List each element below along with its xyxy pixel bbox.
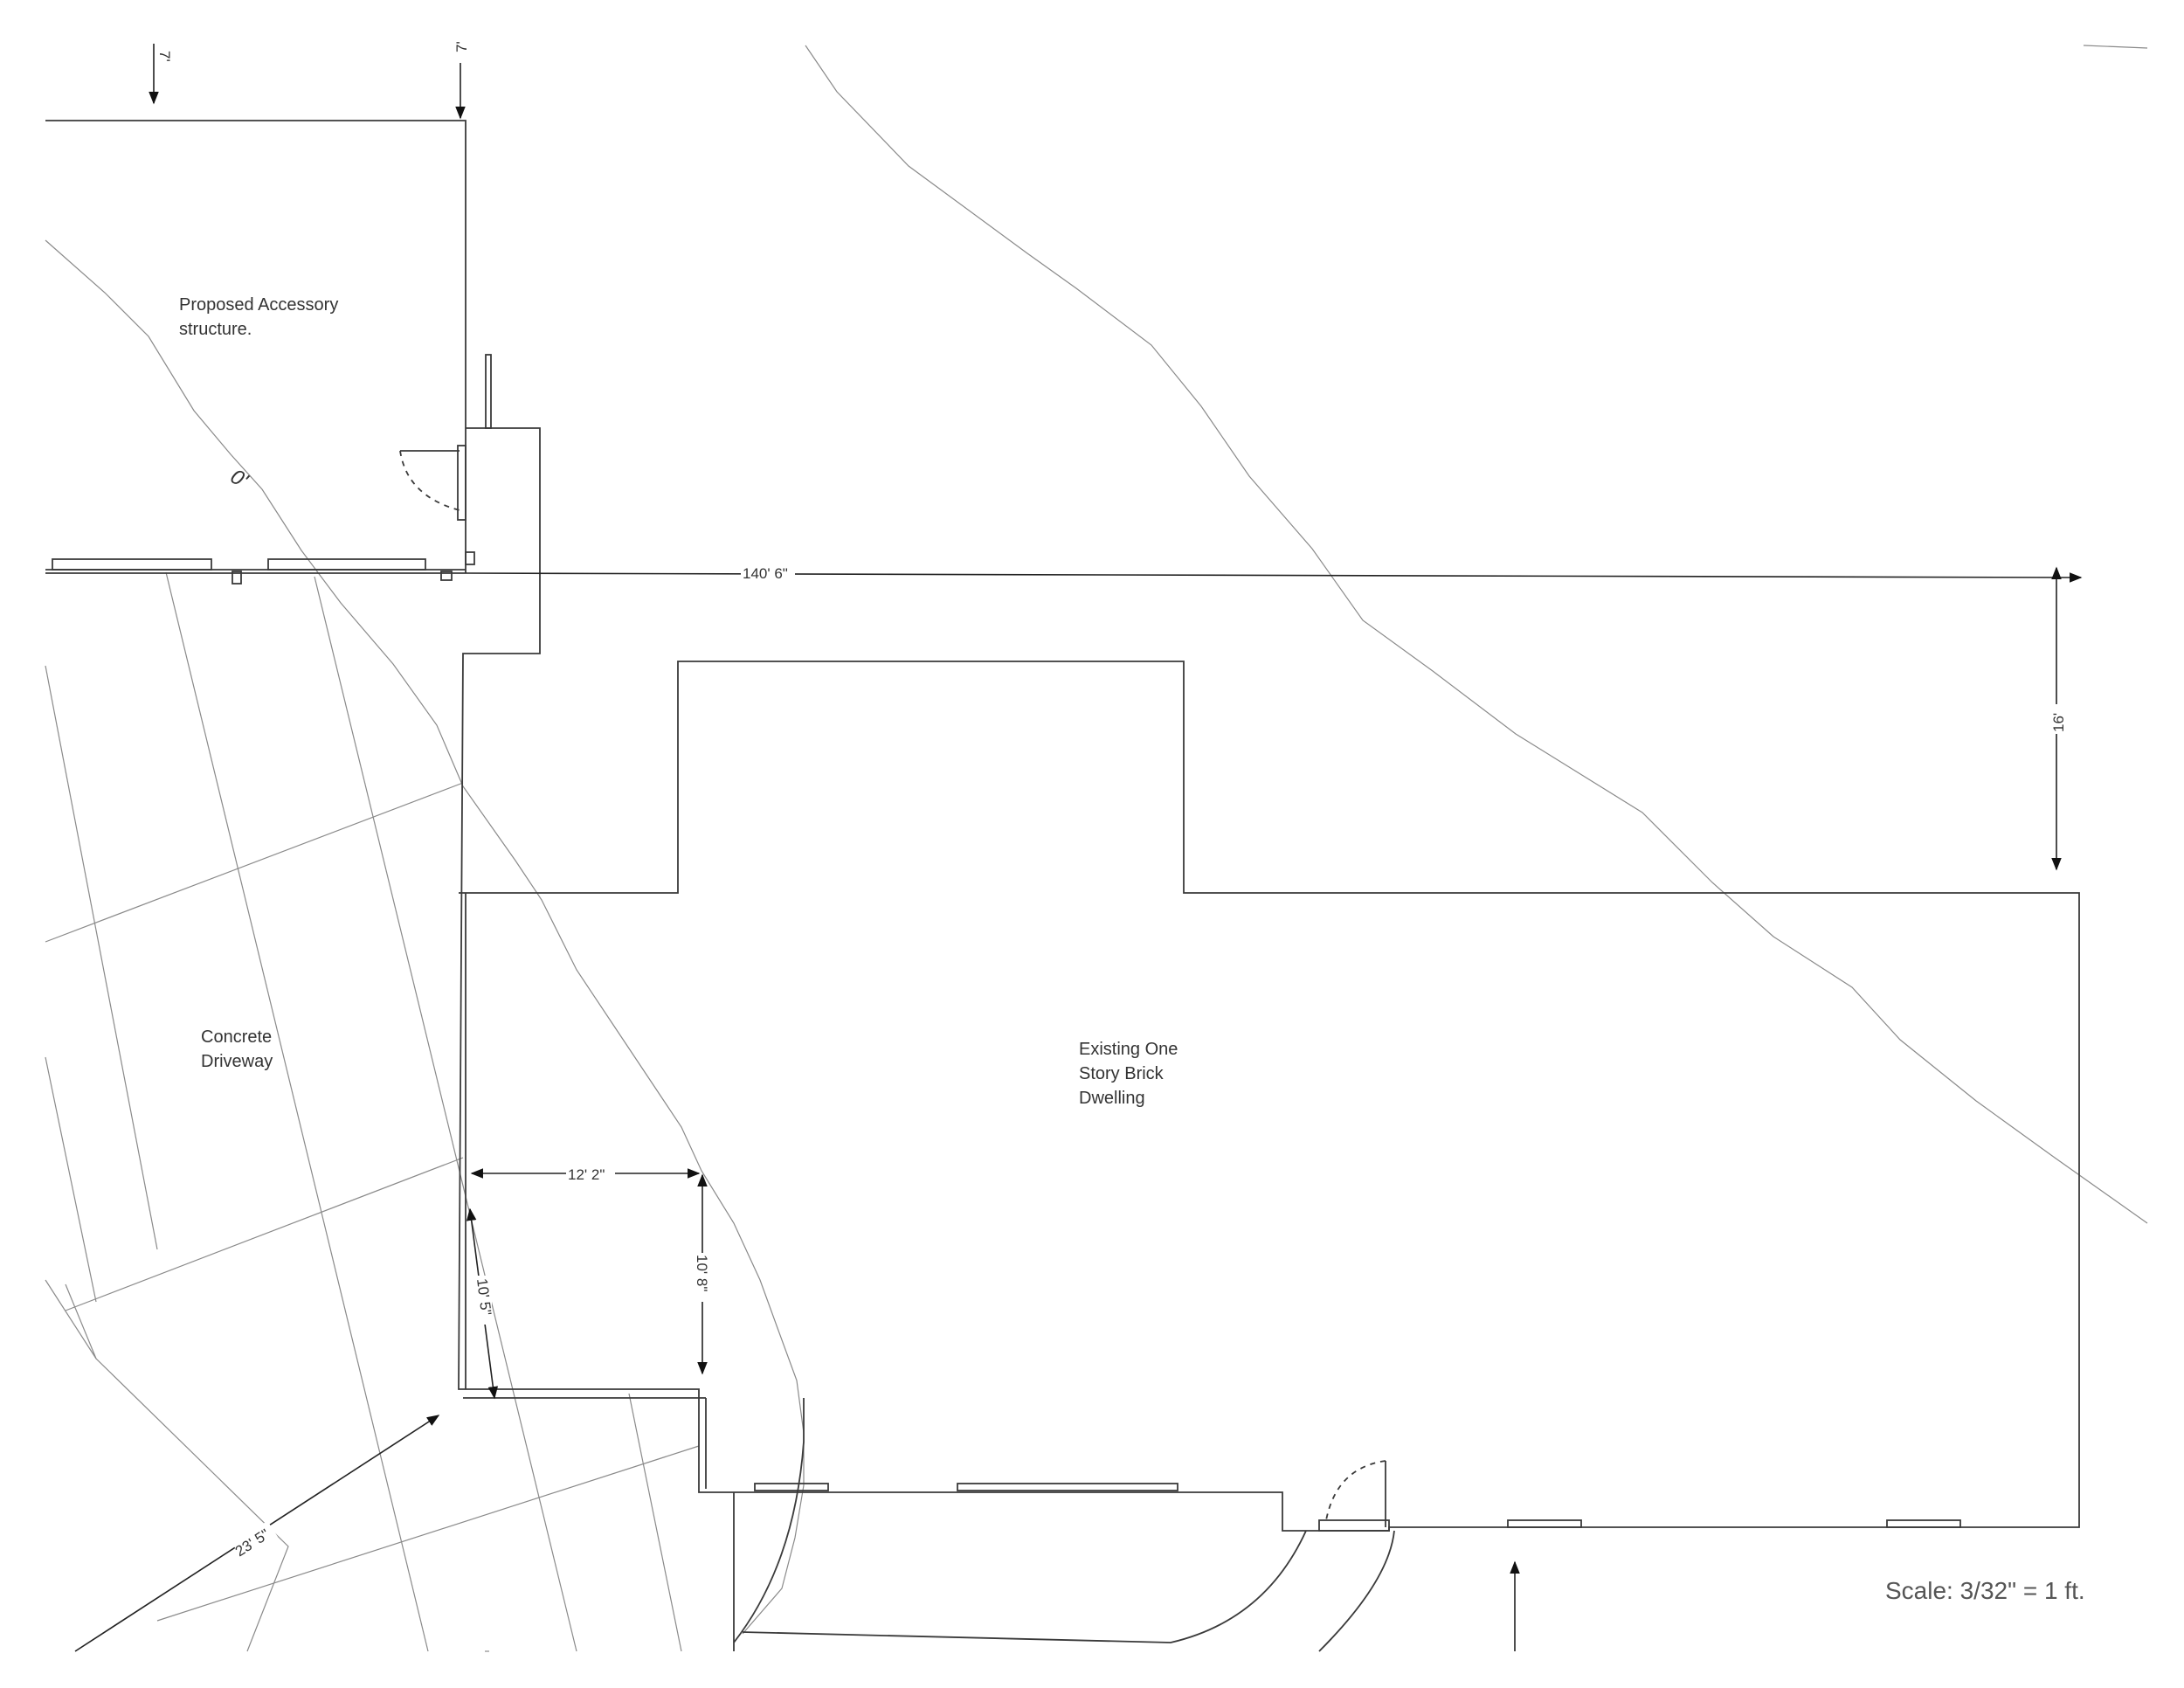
existing-dwelling: [459, 661, 2080, 1652]
accessory-label-line2: structure.: [179, 320, 252, 339]
setback-left-label: 7': [156, 51, 173, 62]
accessory-structure: [45, 120, 734, 1493]
driveway-label-line2: Driveway: [201, 1052, 273, 1071]
contour-label: 0': [226, 465, 252, 494]
notch-width-label: 12' 2": [568, 1166, 605, 1183]
accessory-label-line1: Proposed Accessory: [179, 295, 338, 315]
dimension-labels: 7' 7' 0' 140' 6" 16' 12' 2" 10' 8" 10' 5…: [156, 41, 2067, 1560]
dwelling-label-line1: Existing One: [1079, 1040, 1178, 1059]
setback-right-label: 7': [453, 41, 470, 52]
frontage-dimension-label: 140' 6": [743, 565, 788, 582]
dimension-lines: [74, 44, 2083, 1652]
dwelling-label-line2: Story Brick: [1079, 1064, 1165, 1083]
gap-dimension-label: 16': [2050, 713, 2067, 732]
scale-note: Scale: 3/32" = 1 ft.: [1885, 1577, 2085, 1604]
notch-depth-label: 10' 8": [694, 1255, 710, 1291]
plan-labels: Proposed Accessory structure. Concrete D…: [179, 295, 2085, 1604]
contour-lines: [45, 45, 2148, 1652]
dwelling-label-line3: Dwelling: [1079, 1089, 1145, 1108]
driveway-label-line1: Concrete: [201, 1027, 272, 1047]
